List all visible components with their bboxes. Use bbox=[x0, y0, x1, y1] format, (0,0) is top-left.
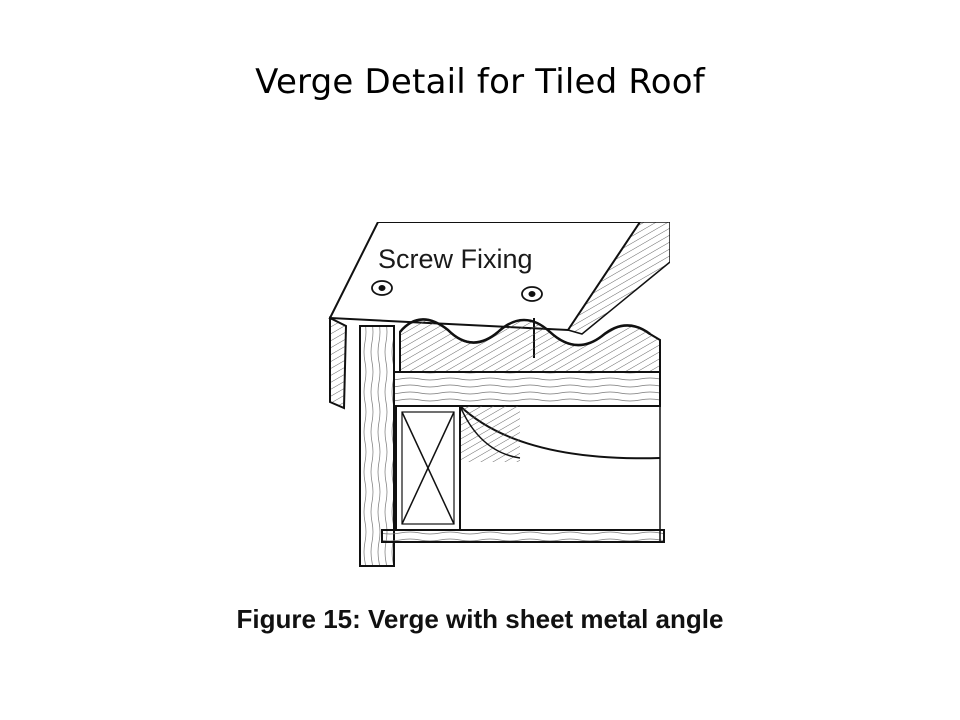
screw-fixing-label: Screw Fixing bbox=[378, 244, 533, 274]
sheet-metal-angle bbox=[328, 222, 670, 410]
soffit-board bbox=[381, 529, 665, 543]
verge-detail-drawing: Screw Fixing bbox=[320, 222, 670, 578]
slide-title: Verge Detail for Tiled Roof bbox=[255, 62, 705, 102]
screw-icon bbox=[371, 280, 393, 296]
underlay bbox=[459, 405, 661, 462]
roof-tile-profile bbox=[399, 318, 661, 373]
rafter-section bbox=[395, 405, 461, 531]
batten bbox=[393, 371, 661, 407]
figure-caption: Figure 15: Verge with sheet metal angle bbox=[236, 604, 724, 634]
barge-board bbox=[359, 325, 395, 567]
